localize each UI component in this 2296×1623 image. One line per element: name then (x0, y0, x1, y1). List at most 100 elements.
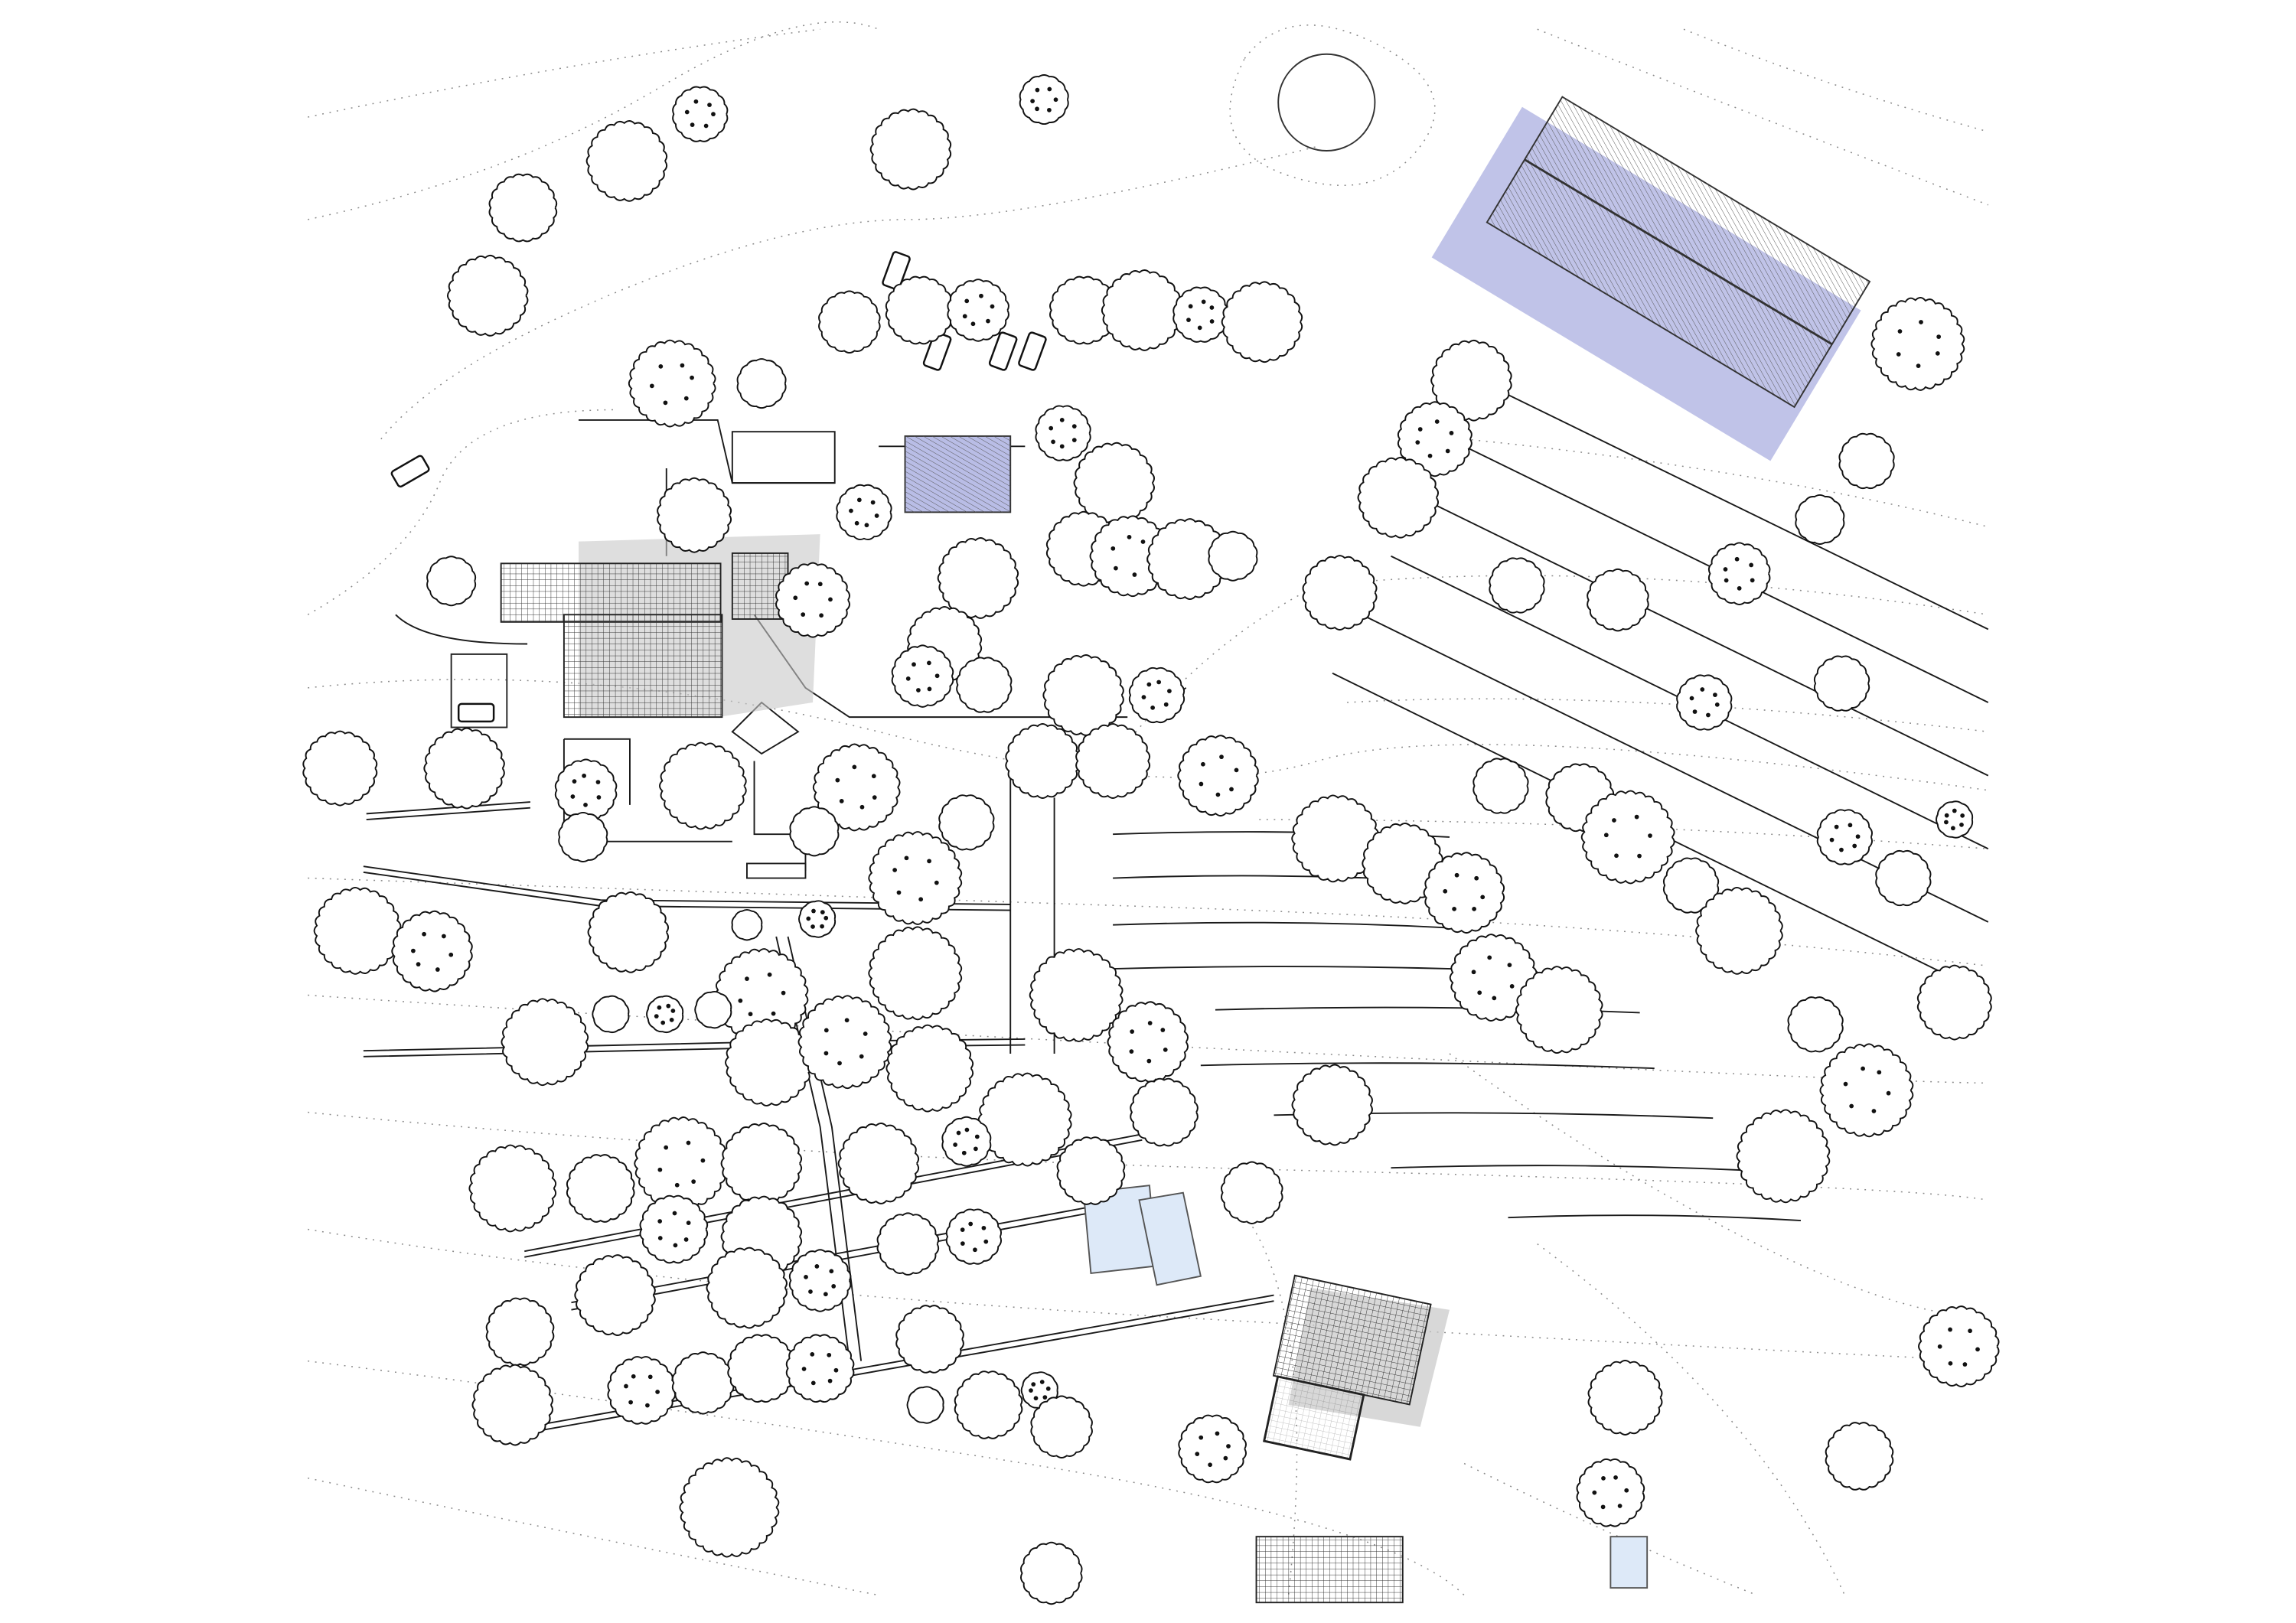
tree-foliage-dot (1509, 983, 1515, 989)
tree (836, 484, 892, 541)
tree-foliage-dot (1886, 1090, 1891, 1096)
tree (1580, 790, 1675, 885)
tree (1208, 530, 1258, 582)
tree-foliage-dot (645, 1403, 650, 1408)
tree-foliage-dot (596, 795, 602, 800)
tree-foliage-dot (1960, 813, 1965, 818)
tree-canopy (1172, 286, 1229, 343)
tree (1695, 886, 1783, 975)
tree (488, 173, 558, 243)
tree-foliage-dot (582, 773, 586, 778)
tree-canopy (956, 657, 1013, 713)
tree-foliage-dot (1737, 585, 1742, 591)
tree-foliage-dot (1031, 1382, 1036, 1387)
tree (566, 1154, 635, 1223)
tree-foliage-dot (823, 915, 829, 921)
tree (1819, 1043, 1914, 1138)
contour-line (308, 21, 879, 220)
tree-foliage-dot (823, 1028, 829, 1033)
tree (885, 275, 954, 345)
tree-foliage-dot (970, 321, 976, 327)
tree-foliage-dot (435, 967, 440, 972)
tree (501, 998, 589, 1087)
tree (1005, 723, 1081, 799)
tree-canopy (725, 1018, 813, 1106)
tree-canopy (938, 794, 995, 851)
tree-foliage-dot (1896, 352, 1901, 357)
tree (1838, 432, 1895, 490)
tree-canopy (313, 886, 402, 975)
tree-foliage-dot (703, 123, 709, 129)
tree-foliage-dot (673, 1243, 678, 1248)
tree-foliage-dot (1634, 814, 1639, 820)
tree-foliage-dot (844, 1018, 850, 1023)
path-wall (366, 801, 530, 815)
tree-foliage-dot (961, 1150, 967, 1155)
tree-canopy (945, 1208, 1003, 1265)
tree-foliage-dot (1734, 556, 1740, 562)
tree (1291, 1064, 1373, 1146)
vine-row (1508, 1214, 1802, 1222)
tree-foliage-dot (1053, 97, 1058, 103)
tree-canopy (1221, 1161, 1283, 1224)
tree-foliage-dot (1601, 1475, 1606, 1481)
tree-foliage-dot (1592, 1490, 1597, 1495)
tree-foliage-dot (1039, 1380, 1045, 1384)
tree-canopy (1870, 297, 1965, 391)
tree-foliage-dot (686, 1140, 691, 1146)
tree-foliage-dot (1919, 320, 1923, 324)
tree (1128, 666, 1186, 724)
tree (1813, 655, 1870, 712)
house-roof-main (563, 614, 723, 719)
tree-foliage-dot (1059, 444, 1065, 449)
tree-canopy (1816, 809, 1873, 865)
tree-foliage-dot (693, 99, 699, 104)
small-blue-roof (905, 435, 1011, 513)
tree-foliage-dot (979, 293, 983, 298)
tree-foliage-dot (804, 1275, 808, 1279)
tree (554, 758, 618, 822)
tree-foliage-dot (905, 676, 911, 681)
tree-foliage-dot (1968, 1328, 1972, 1334)
tree-foliage-dot (819, 613, 823, 618)
tree-foliage-dot (1197, 325, 1202, 331)
tree-canopy (812, 743, 901, 832)
tree (1870, 297, 1965, 391)
tree (785, 1334, 855, 1403)
tree-foliage-dot (1692, 709, 1698, 714)
tree-foliage-dot (1849, 1103, 1854, 1109)
tree-foliage-dot (416, 962, 421, 967)
tree-foliage-dot (859, 804, 865, 810)
tree-foliage-dot (1234, 768, 1239, 773)
tree (1049, 275, 1118, 345)
tree-foliage-dot (912, 662, 916, 667)
tree-foliage-dot (1415, 440, 1420, 445)
tree-foliage-dot (1141, 695, 1146, 699)
path-wall (579, 419, 835, 484)
tree-foliage-dot (1146, 682, 1152, 687)
tree-foliage-dot (801, 612, 806, 617)
tree-foliage-dot (683, 1237, 689, 1242)
tree-foliage-dot (1195, 1452, 1200, 1456)
tree-canopy (1128, 666, 1186, 724)
tree (727, 1334, 796, 1403)
tree-canopy (1587, 1360, 1663, 1436)
tree-foliage-dot (820, 924, 824, 929)
tree-foliage-dot (1454, 872, 1459, 878)
tree-foliage-dot (672, 1211, 677, 1216)
tree-foliage-dot (1617, 1504, 1623, 1508)
tree-foliage-dot (664, 1145, 669, 1150)
tree-canopy (468, 1144, 557, 1233)
tree-foliage-dot (837, 1061, 842, 1066)
contour-line (1317, 575, 1988, 616)
tree-canopy (798, 900, 837, 938)
tree-foliage-dot (962, 314, 967, 319)
tree (672, 86, 729, 142)
tree-foliage-dot (1714, 702, 1720, 707)
path-wall (363, 865, 1011, 905)
tree-foliage-dot (964, 298, 970, 304)
tree (1795, 494, 1845, 545)
tree (1736, 1109, 1831, 1204)
tree-foliage-dot (411, 948, 416, 953)
tree-foliage-dot (828, 597, 833, 602)
